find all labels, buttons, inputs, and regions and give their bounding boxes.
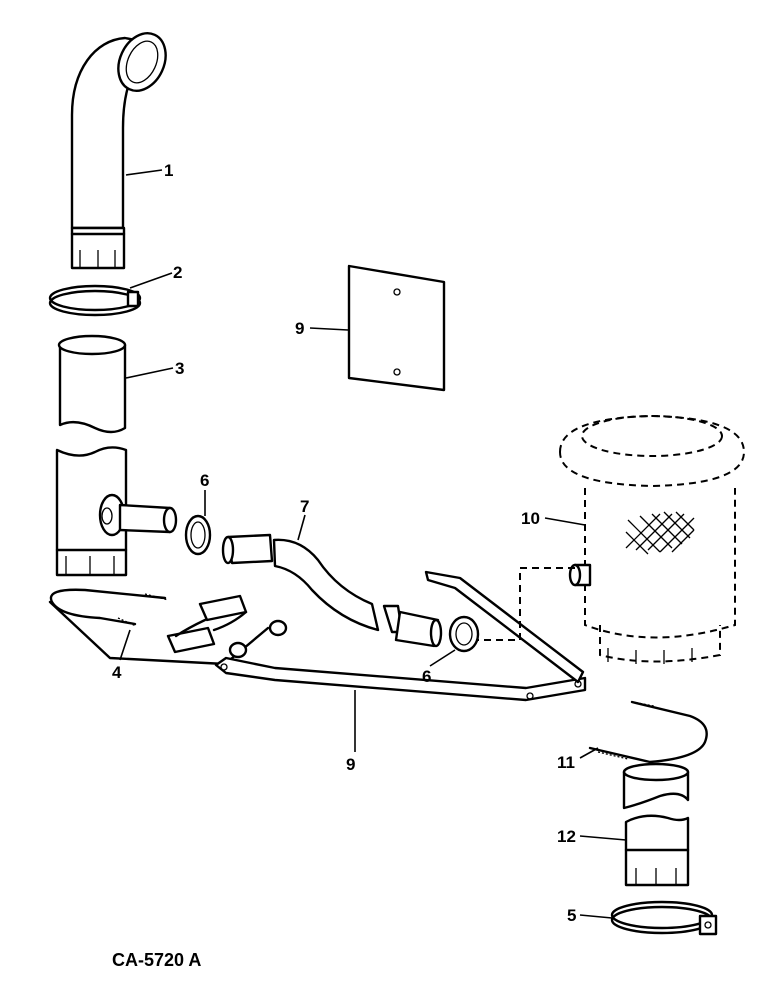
figure-code: CA-5720 A [112,950,201,970]
callout-8: 9 [295,319,304,338]
callout-6-lower: 6 [422,667,431,686]
callout-7: 7 [300,497,309,516]
hose-part [221,533,443,648]
air-cleaner-part [478,414,746,664]
callout-6-upper: 6 [200,471,209,490]
callout-11: 11 [557,753,575,772]
callout-12: 12 [557,827,576,846]
callout-9: 9 [346,755,355,774]
exhaust-elbow-part [70,32,167,270]
callout-4: 4 [112,663,122,682]
callout-5: 5 [567,906,576,925]
clamp-part-5 [610,900,718,936]
mesh-screen [625,511,695,555]
callout-3: 3 [175,359,184,378]
callout-2: 2 [173,263,182,282]
callout-labels: 1 2 3 9 6 7 10 4 6 9 11 12 5 [112,161,576,925]
brace-part [214,570,587,702]
clamp-part-2 [48,284,142,317]
hose-clamp-part-upper [184,514,212,556]
callout-10: 10 [521,509,540,528]
plate-part [347,264,446,392]
leader-lines [119,169,627,919]
exhaust-pipe-part [55,334,178,577]
u-bolt-part [588,700,708,764]
pipe-part [622,762,690,887]
u-bolt-bracket-part [48,588,288,666]
hose-clamp-part-lower [448,615,480,653]
callout-1: 1 [164,161,173,180]
